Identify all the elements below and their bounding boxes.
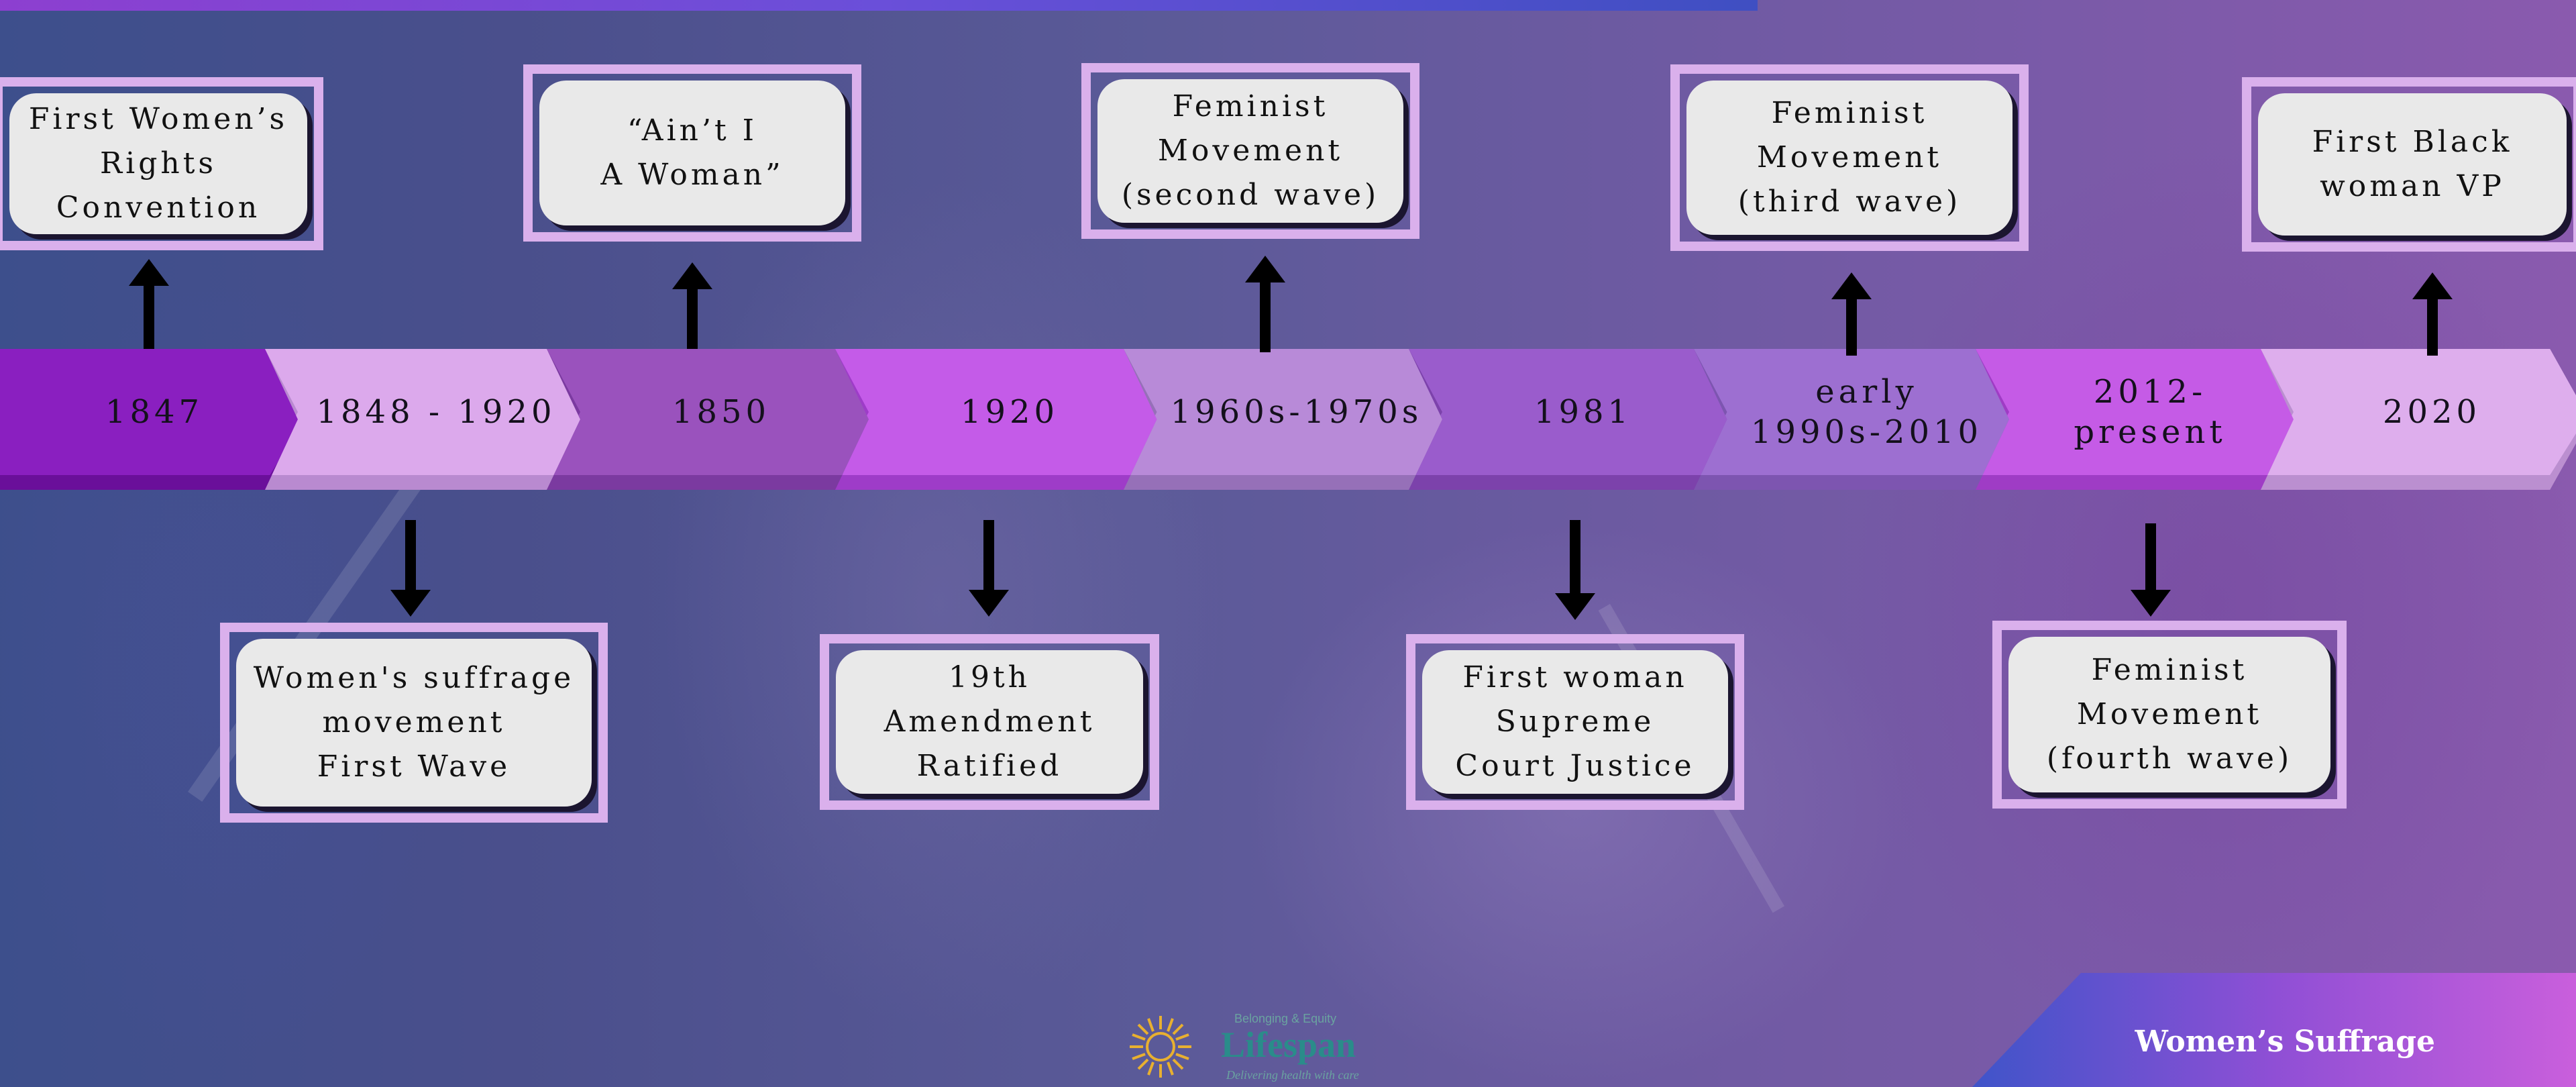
lifespan-logo: Belonging & Equity Lifespan Delivering h… <box>1120 1006 1375 1087</box>
chevron-label: 1850 <box>547 349 882 475</box>
arrow-down-icon <box>390 520 431 617</box>
event-text: Feminist Movement (fourth wave) <box>2008 637 2330 792</box>
arrow-down-icon <box>2131 523 2171 617</box>
chevron-label: 1960s-1970s <box>1124 349 1456 475</box>
chevron-label: 1848 - 1920 <box>265 349 594 475</box>
sun-icon <box>1130 1016 1191 1078</box>
timeline-chevron-1848-1920: 1848 - 1920 <box>265 349 594 490</box>
logo-wordmark: Lifespan <box>1221 1025 1356 1065</box>
chevron-label: 2012- present <box>1976 349 2311 475</box>
event-text: Women's suffrage movement First Wave <box>236 639 592 807</box>
corner-label-background <box>1972 973 2576 1087</box>
chevron-label: early 1990s-2010 <box>1694 349 2026 475</box>
arrow-down-icon <box>969 520 1009 617</box>
chevron-label: 2020 <box>2261 349 2576 475</box>
event-box-feminist-fourth-wave: Feminist Movement (fourth wave) <box>1992 621 2347 809</box>
event-box-suffrage-first-wave: Women's suffrage movement First Wave <box>220 623 608 823</box>
arrow-down-icon <box>1555 520 1595 620</box>
event-box-aint-i-a-woman: “Ain’t I A Woman” <box>523 64 861 242</box>
event-box-first-womens-rights-convention: First Women’s Rights Convention <box>0 77 323 250</box>
arrow-up-icon <box>1831 272 1872 356</box>
event-text: First Black woman VP <box>2258 93 2567 236</box>
event-box-19th-amendment: 19th Amendment Ratified <box>820 634 1159 810</box>
chevron-label: 1981 <box>1409 349 1744 475</box>
timeline-chevron-1850: 1850 <box>547 349 882 490</box>
event-text: Feminist Movement (second wave) <box>1097 79 1403 223</box>
timeline-chevron-1990s-2010: early 1990s-2010 <box>1694 349 2026 490</box>
timeline-chevron-2020: 2020 <box>2261 349 2576 490</box>
arrow-up-icon <box>672 262 712 349</box>
event-text: Feminist Movement (third wave) <box>1686 81 2012 235</box>
timeline-chevron-1960s-1970s: 1960s-1970s <box>1124 349 1456 490</box>
logo-small-text: Belonging & Equity <box>1234 1012 1337 1025</box>
event-box-feminist-second-wave: Feminist Movement (second wave) <box>1081 63 1419 239</box>
event-box-feminist-third-wave: Feminist Movement (third wave) <box>1670 64 2029 251</box>
arrow-up-icon <box>1245 256 1285 352</box>
event-text: 19th Amendment Ratified <box>836 650 1143 794</box>
event-box-first-black-woman-vp: First Black woman VP <box>2242 77 2576 252</box>
timeline-chevron-2012-present: 2012- present <box>1976 349 2311 490</box>
event-text: First woman Supreme Court Justice <box>1422 650 1728 794</box>
top-accent-bar <box>0 0 1758 11</box>
timeline-chevron-1981: 1981 <box>1409 349 1744 490</box>
arrow-up-icon <box>2412 272 2453 356</box>
event-text: First Women’s Rights Convention <box>9 93 307 234</box>
timeline-chevron-1847: 1847 <box>0 349 309 490</box>
corner-label: Women’s Suffrage <box>2135 1025 2435 1059</box>
chevron-label: 1920 <box>835 349 1171 475</box>
event-box-first-woman-supreme-court: First woman Supreme Court Justice <box>1406 634 1744 810</box>
chevron-label: 1847 <box>0 349 309 475</box>
event-text: “Ain’t I A Woman” <box>539 81 845 225</box>
arrow-up-icon <box>129 259 169 349</box>
logo-tagline: Delivering health with care <box>1226 1068 1359 1082</box>
timeline-chevron-1920: 1920 <box>835 349 1171 490</box>
